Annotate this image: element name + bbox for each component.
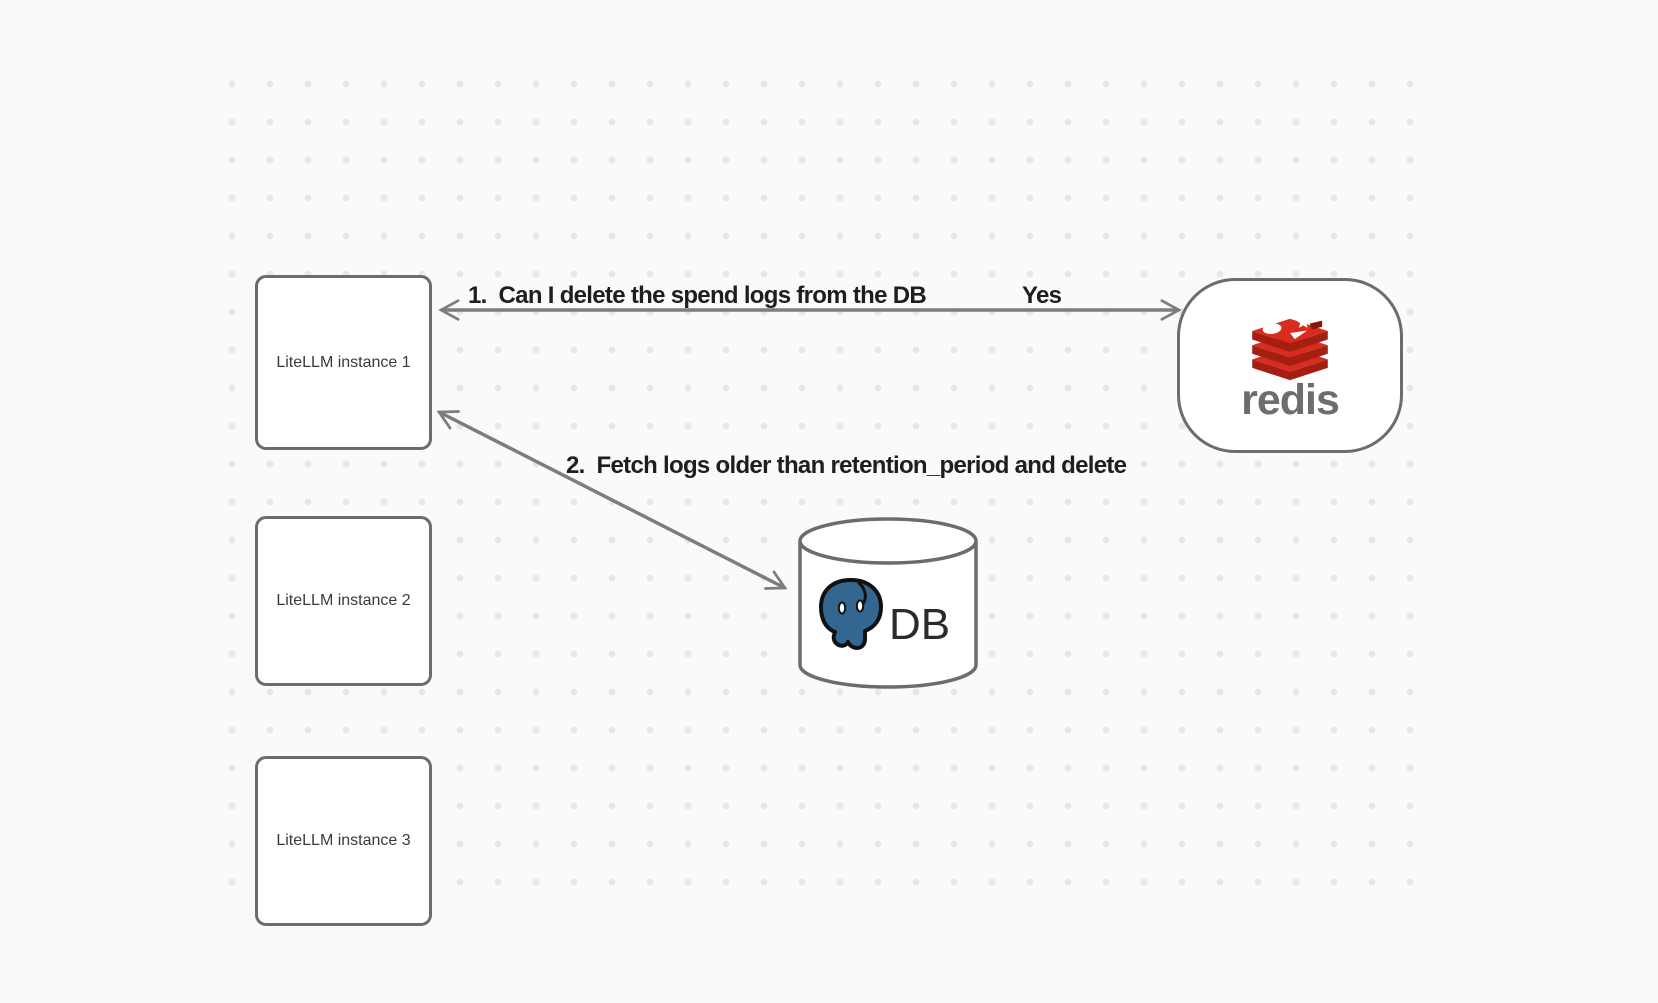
arrow-instance1-db: [436, 410, 788, 590]
redis-stack-icon: [1252, 316, 1328, 381]
edge-1-label: 1. Can I delete the spend logs from the …: [468, 282, 927, 309]
node-litellm-instance-2: LiteLLM instance 2: [255, 516, 432, 686]
node-label: LiteLLM instance 3: [276, 832, 411, 849]
node-db: DB: [798, 517, 978, 689]
node-label: LiteLLM instance 1: [276, 353, 411, 371]
redis-wordmark: redis: [1241, 376, 1340, 424]
node-litellm-instance-3: LiteLLM instance 3: [255, 756, 432, 926]
node-litellm-instance-1: LiteLLM instance 1: [255, 275, 432, 450]
edge-1-response-label: Yes: [1022, 282, 1062, 309]
db-label: DB: [889, 600, 950, 649]
edge-2-label: 2. Fetch logs older than retention_perio…: [566, 452, 1127, 479]
node-redis: redis: [1177, 278, 1403, 453]
node-label: LiteLLM instance 2: [276, 592, 411, 609]
postgresql-elephant-icon: [819, 578, 883, 650]
